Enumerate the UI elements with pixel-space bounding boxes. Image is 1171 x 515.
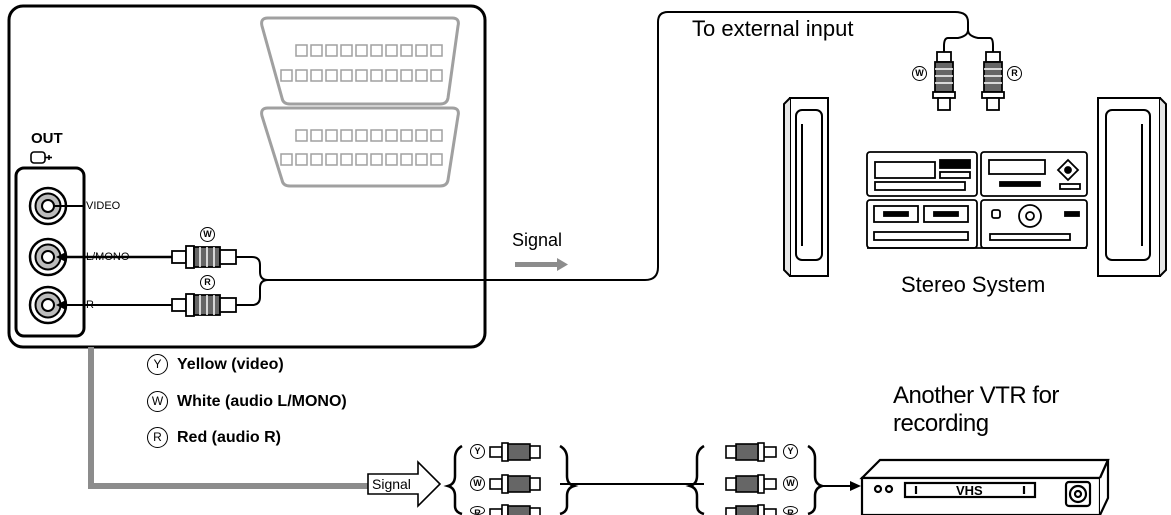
scart-pins: [280, 44, 443, 166]
right-plug-badge: Y: [783, 444, 798, 459]
jack-lmono: [28, 237, 68, 277]
left-plug-group: [489, 442, 541, 515]
cable-plug-r-badge: R: [200, 275, 215, 290]
jack-video-label: VIDEO: [86, 200, 121, 212]
jack-video: [28, 186, 85, 226]
jack-lmono-label: L/MONO: [86, 251, 130, 263]
arrow-to-vtr: [850, 481, 861, 491]
legend-yellow: Y Yellow (video): [147, 354, 284, 375]
stereo-speaker-left: [783, 97, 829, 277]
legend-yellow-badge: Y: [147, 354, 168, 375]
vhs-label: VHS: [956, 483, 983, 498]
plug-horizontal-r: [171, 293, 237, 317]
stereo-speaker-right: [1097, 97, 1167, 277]
scart-connector-bottom: [260, 106, 460, 188]
right-plug-0: [725, 442, 777, 462]
signal-arrow-top: [515, 258, 568, 271]
legend-white-text: White (audio L/MONO): [177, 392, 347, 410]
stereo-deck: [866, 151, 1088, 249]
right-plug-1: [725, 474, 777, 494]
plug-horizontal-w: [171, 245, 237, 269]
left-plug-badge: W: [470, 476, 485, 491]
legend-yellow-text: Yellow (video): [177, 355, 284, 373]
right-plug-badge: W: [783, 476, 798, 491]
external-input-label: To external input: [692, 16, 854, 41]
right-plug-group: [725, 442, 777, 515]
right-plug-badge: R: [783, 506, 798, 515]
bracket-right-left: [685, 444, 705, 515]
legend-red: R Red (audio R): [147, 427, 281, 448]
rear-panel: [7, 4, 487, 349]
legend-white-badge: W: [147, 391, 168, 412]
vtr-title-line1: Another VTR for: [893, 382, 1059, 409]
legend-white: W White (audio L/MONO): [147, 391, 347, 412]
cable-to-stereo: [236, 11, 969, 281]
signal-top-label: Signal: [512, 230, 563, 250]
left-plug-0: [489, 442, 541, 462]
plug-vertical-r: [981, 51, 1005, 111]
left-plug-badge: R: [470, 506, 485, 515]
plug-vertical-w: [932, 51, 956, 111]
gray-cable-path: [88, 347, 368, 489]
vtr-title-line2: recording: [893, 410, 989, 437]
jack-r: [28, 285, 68, 325]
legend-red-badge: R: [147, 427, 168, 448]
bracket-left-right: [559, 444, 579, 515]
vtr-device: [859, 458, 1110, 515]
stereo-plug-r-badge: R: [1007, 66, 1022, 81]
scart-connector-top: [260, 16, 460, 106]
right-plug-2: [725, 504, 777, 515]
bracket-right: [807, 444, 827, 515]
output-icon: [30, 151, 52, 164]
legend-red-text: Red (audio R): [177, 428, 281, 446]
jack-r-label: R: [86, 299, 94, 311]
bracket-left: [443, 444, 463, 515]
left-plug-1: [489, 474, 541, 494]
left-plug-badge: Y: [470, 444, 485, 459]
signal-bottom-label: Signal: [372, 476, 411, 492]
stereo-system-label: Stereo System: [901, 272, 1046, 297]
cable-plug-w-badge: W: [200, 227, 215, 242]
out-label: OUT: [31, 130, 63, 147]
stereo-plug-w-badge: W: [912, 66, 927, 81]
left-plug-2: [489, 504, 541, 515]
signal-arrow-bottom: [367, 460, 442, 508]
